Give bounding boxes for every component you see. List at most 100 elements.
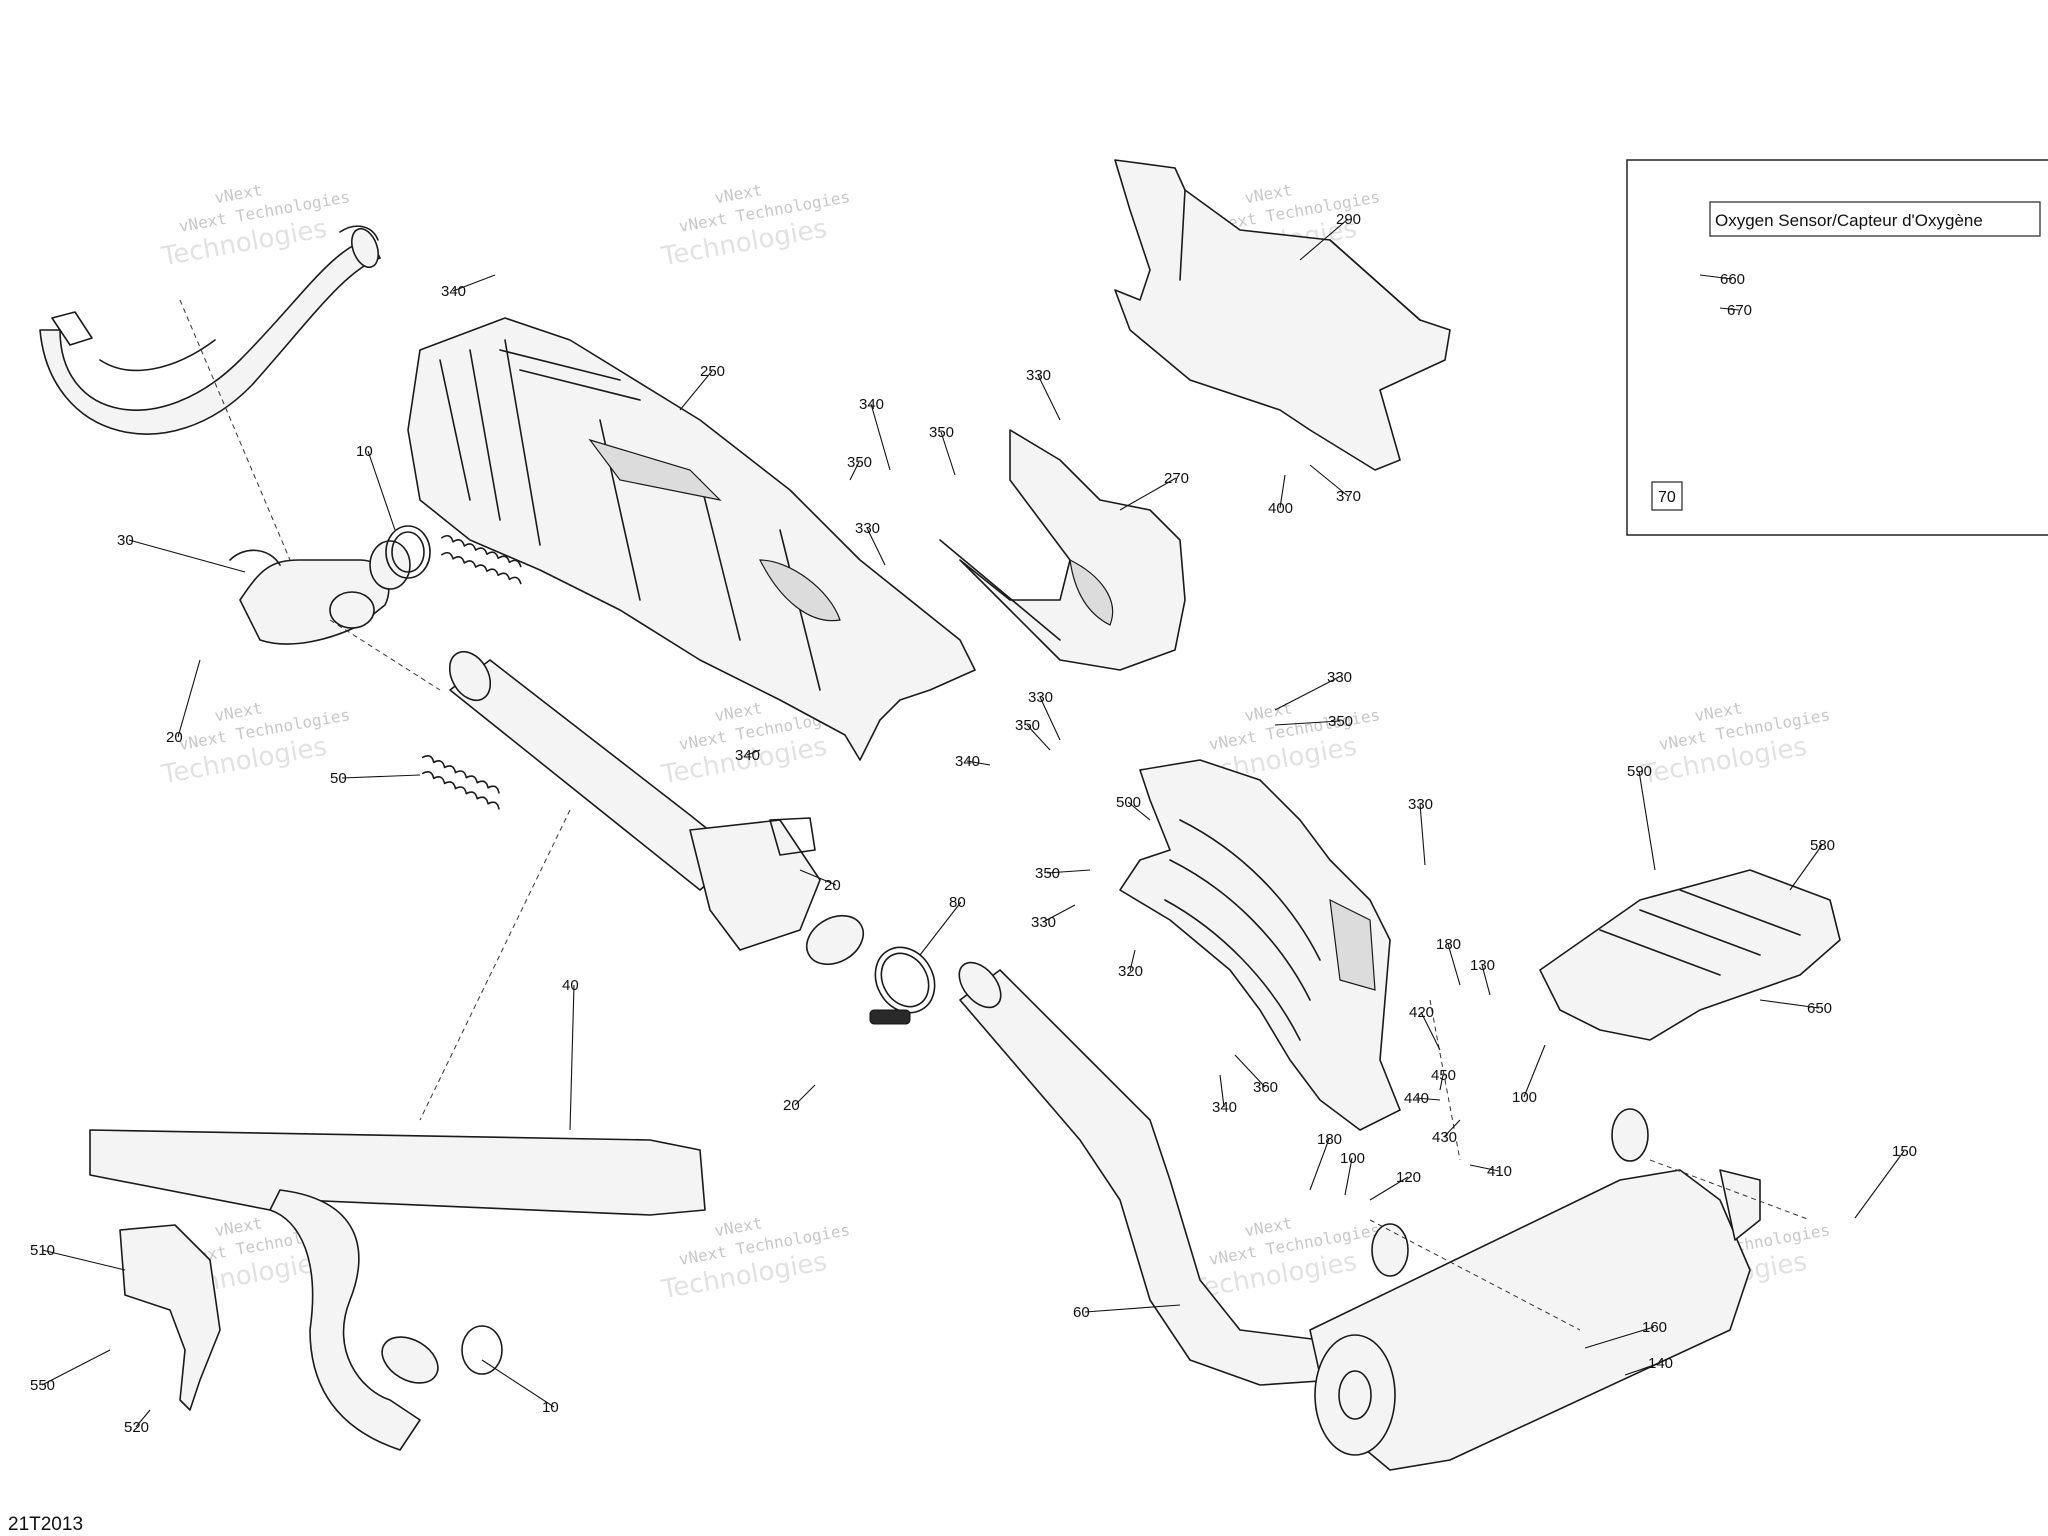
inset-ref-label: 70 xyxy=(1658,489,1676,506)
callout-leader xyxy=(1481,964,1491,996)
callout-580: 580 xyxy=(1789,837,1835,891)
callout-label: 650 xyxy=(1807,1000,1832,1017)
callout-leader xyxy=(1439,1074,1444,1091)
inset-title: Oxygen Sensor/Capteur d'Oxygène xyxy=(1715,211,1983,230)
callout-leader xyxy=(1854,1150,1905,1219)
callout-label: 410 xyxy=(1487,1163,1512,1180)
callout-leader xyxy=(481,1359,555,1408)
callout-leader xyxy=(41,1349,111,1386)
callout-270: 270 xyxy=(1119,470,1189,511)
callout-label: 370 xyxy=(1336,488,1361,505)
callout-label: 350 xyxy=(1328,713,1353,730)
callout-290: 290 xyxy=(1299,211,1361,261)
callout-leader xyxy=(1279,474,1286,509)
callout-160: 160 xyxy=(1584,1319,1667,1349)
callout-label: 160 xyxy=(1642,1319,1667,1336)
callout-label: 510 xyxy=(30,1242,55,1259)
callout-330: 330 xyxy=(1274,669,1352,711)
callout-leader xyxy=(1789,844,1823,891)
callout-leader xyxy=(1419,803,1426,866)
callout-340: 340 xyxy=(955,753,991,770)
callout-leader xyxy=(1274,720,1341,726)
callout-leader xyxy=(128,539,246,573)
inset-title-box xyxy=(1709,201,2041,237)
callout-label: 290 xyxy=(1336,211,1361,228)
callout-350: 350 xyxy=(1274,713,1353,730)
callout-30: 30 xyxy=(117,532,246,573)
gasket-10 xyxy=(385,525,431,579)
callout-leader xyxy=(1638,770,1656,871)
callout-label: 350 xyxy=(1015,717,1040,734)
callout-label: 330 xyxy=(1028,689,1053,706)
callout-20: 20 xyxy=(799,869,841,894)
callout-150: 150 xyxy=(1854,1143,1917,1219)
callout-leader xyxy=(1234,1054,1266,1088)
callout-340: 340 xyxy=(859,396,891,471)
callout-350: 350 xyxy=(1015,717,1051,751)
callout-leader xyxy=(1344,1157,1353,1196)
callout-leader xyxy=(1584,1326,1655,1349)
callout-label: 30 xyxy=(117,532,134,549)
oxygen-sensor-inset: Oxygen Sensor/Capteur d'Oxygène 70 xyxy=(1626,159,2048,536)
callout-label: 520 xyxy=(124,1419,149,1436)
callout-120: 120 xyxy=(1369,1169,1421,1201)
callout-50: 50 xyxy=(330,770,421,787)
callout-leader xyxy=(866,527,886,566)
callout-label: 350 xyxy=(1035,865,1060,882)
muffler xyxy=(1309,1108,1761,1471)
callout-440: 440 xyxy=(1404,1090,1441,1107)
callout-500: 500 xyxy=(1116,794,1151,821)
callout-label: 150 xyxy=(1892,1143,1917,1160)
callout-520: 520 xyxy=(124,1409,151,1436)
callout-leader xyxy=(1129,949,1136,972)
callout-label: 420 xyxy=(1409,1004,1434,1021)
heat-shield-250 xyxy=(407,317,976,761)
callout-340: 340 xyxy=(735,747,761,764)
callout-label: 320 xyxy=(1118,963,1143,980)
callout-label: 180 xyxy=(1317,1131,1342,1148)
callout-label: 330 xyxy=(1327,669,1352,686)
callout-label: 330 xyxy=(855,520,880,537)
callout-label: 430 xyxy=(1432,1129,1457,1146)
callout-330: 330 xyxy=(1408,796,1433,866)
callout-leader xyxy=(799,869,837,886)
gasket-10-inner xyxy=(391,531,425,573)
callout-140: 140 xyxy=(1624,1355,1673,1376)
bracket-500 xyxy=(119,1224,221,1411)
callout-leader xyxy=(135,1409,151,1428)
callout-leader xyxy=(452,274,496,292)
callout-leader xyxy=(1309,464,1349,497)
callout-330: 330 xyxy=(855,520,886,566)
callout-label: 340 xyxy=(955,753,980,770)
callout-label: 50 xyxy=(330,770,347,787)
callout-layer: 1010202020304050608010010012013014015016… xyxy=(30,211,1917,1436)
callout-label: 350 xyxy=(847,454,872,471)
callout-330: 330 xyxy=(1028,689,1061,741)
callout-leader xyxy=(1039,696,1061,741)
callout-label: 100 xyxy=(1512,1089,1537,1106)
callout-leader xyxy=(1274,676,1340,711)
callout-650: 650 xyxy=(1759,999,1832,1017)
callout-leader xyxy=(1046,869,1091,874)
callout-80: 80 xyxy=(919,894,966,956)
callout-leader xyxy=(870,403,891,471)
callout-label: 330 xyxy=(1408,796,1433,813)
callout-label: 350 xyxy=(929,424,954,441)
callout-label: 20 xyxy=(783,1097,800,1114)
callout-label: 500 xyxy=(1116,794,1141,811)
springs-50 xyxy=(422,534,522,810)
callout-340: 340 xyxy=(1212,1074,1237,1116)
callout-320: 320 xyxy=(1118,949,1143,980)
callout-leader xyxy=(1699,274,1733,280)
bracket-270 xyxy=(939,429,1186,671)
callout-leader xyxy=(177,659,201,738)
callout-leader xyxy=(679,370,713,411)
callout-label: 580 xyxy=(1810,837,1835,854)
callout-label: 450 xyxy=(1431,1067,1456,1084)
callout-label: 250 xyxy=(700,363,725,380)
callout-leader xyxy=(794,1084,816,1106)
callout-330: 330 xyxy=(1031,904,1076,931)
callout-label: 120 xyxy=(1396,1169,1421,1186)
